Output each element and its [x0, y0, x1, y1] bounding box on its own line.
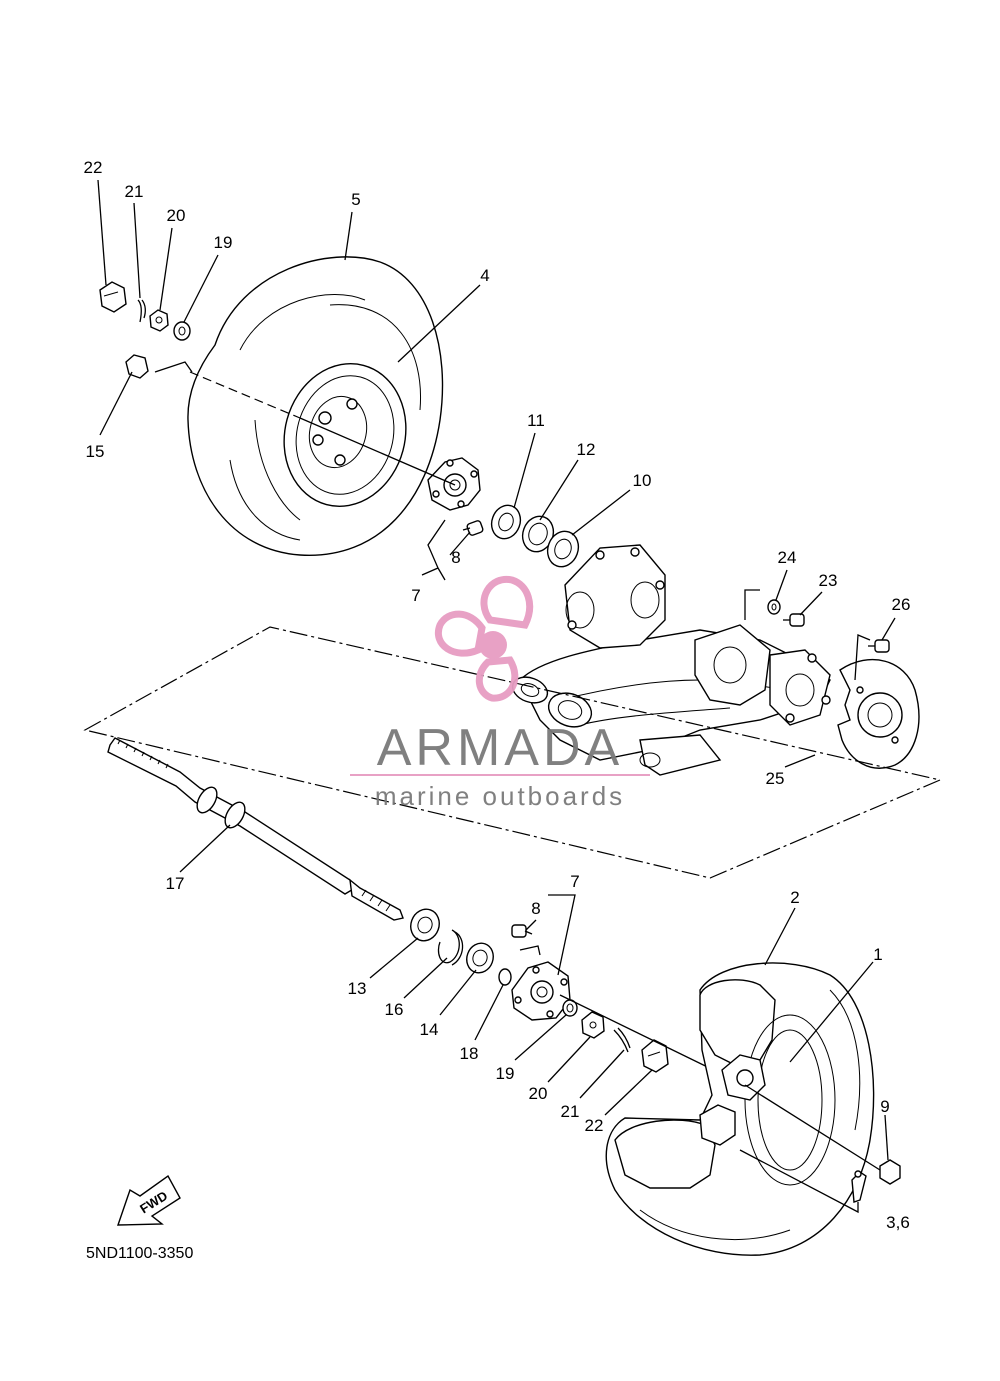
circlip-16: [437, 929, 464, 966]
callout-23: 23: [819, 571, 838, 590]
leader-lines: [97, 179, 896, 1161]
nut-9: [879, 1159, 901, 1185]
cap-22-upper: [99, 281, 127, 313]
bolt-23: [783, 613, 805, 627]
callout-12: 12: [577, 440, 596, 459]
diagram-code: 5ND1100-3350: [86, 1245, 193, 1262]
callout-14: 14: [420, 1020, 439, 1039]
axle-assembly-outline: [83, 626, 942, 879]
bolt-8-lower: [511, 924, 533, 938]
oil-seal-14: [466, 942, 494, 974]
callout-25: 25: [766, 769, 785, 788]
callout-24: 24: [778, 548, 797, 567]
nut-20-lower: [581, 1011, 605, 1039]
washer-19-upper: [173, 321, 191, 341]
callout-1: 1: [873, 945, 882, 964]
fwd-arrow: FWD: [117, 1174, 181, 1226]
callout-7-top: 7: [411, 586, 420, 605]
callout-21-bottom: 21: [561, 1102, 580, 1121]
valve-stem-3-6: [851, 1170, 867, 1203]
callout-2: 2: [790, 888, 799, 907]
nut-20-upper: [149, 309, 169, 332]
watermark-title: ARMADA: [377, 719, 623, 777]
callout-22-top: 22: [84, 158, 103, 177]
callout-17: 17: [166, 874, 185, 893]
bolt-8-upper: [462, 520, 484, 536]
right-rear-wheel: [605, 962, 875, 1256]
callout-9: 9: [880, 1097, 889, 1116]
callout-11: 11: [527, 411, 545, 430]
callout-3-6: 3,6: [886, 1213, 910, 1232]
callout-7-bottom: 7: [570, 872, 579, 891]
callout-15: 15: [86, 442, 105, 461]
callout-26: 26: [892, 595, 911, 614]
cotter-pin-21-lower: [613, 1027, 631, 1053]
callout-19-top: 19: [214, 233, 233, 252]
callout-18: 18: [460, 1044, 479, 1063]
callout-10: 10: [633, 471, 652, 490]
callout-20-top: 20: [167, 206, 186, 225]
callout-8-top: 8: [451, 548, 460, 567]
hub-lower: [511, 961, 571, 1021]
bearing-13: [410, 908, 440, 942]
watermark-subtitle: marine outboards: [375, 781, 625, 811]
nut-15: [125, 354, 149, 379]
rear-axle-17: [107, 737, 404, 921]
callout-5: 5: [351, 190, 360, 209]
brake-cover-25: [837, 658, 920, 769]
callout-19-bottom: 19: [496, 1064, 515, 1083]
bearing-11: [490, 504, 522, 540]
callout-21-top: 21: [125, 182, 144, 201]
callout-8-bottom: 8: [531, 899, 540, 918]
bearing-10: [546, 530, 580, 568]
cotter-pin-21-upper: [137, 299, 146, 323]
left-rear-wheel: [187, 256, 444, 556]
callout-numbers: 22 21 20 19 5 4 15 11 12 10 8 7 24 23 26…: [84, 158, 911, 1232]
rear-arm-assembly: [511, 544, 831, 776]
callout-20-bottom: 20: [529, 1084, 548, 1103]
callout-4: 4: [480, 266, 489, 285]
cap-22-lower: [641, 1039, 669, 1073]
callout-13: 13: [348, 979, 367, 998]
callout-22-bottom: 22: [585, 1116, 604, 1135]
washer-24: [767, 599, 781, 615]
armada-logo: ARMADA marine outboards: [350, 575, 650, 811]
o-ring-18: [498, 968, 512, 986]
bolt-26: [868, 639, 890, 653]
callout-16: 16: [385, 1000, 404, 1019]
